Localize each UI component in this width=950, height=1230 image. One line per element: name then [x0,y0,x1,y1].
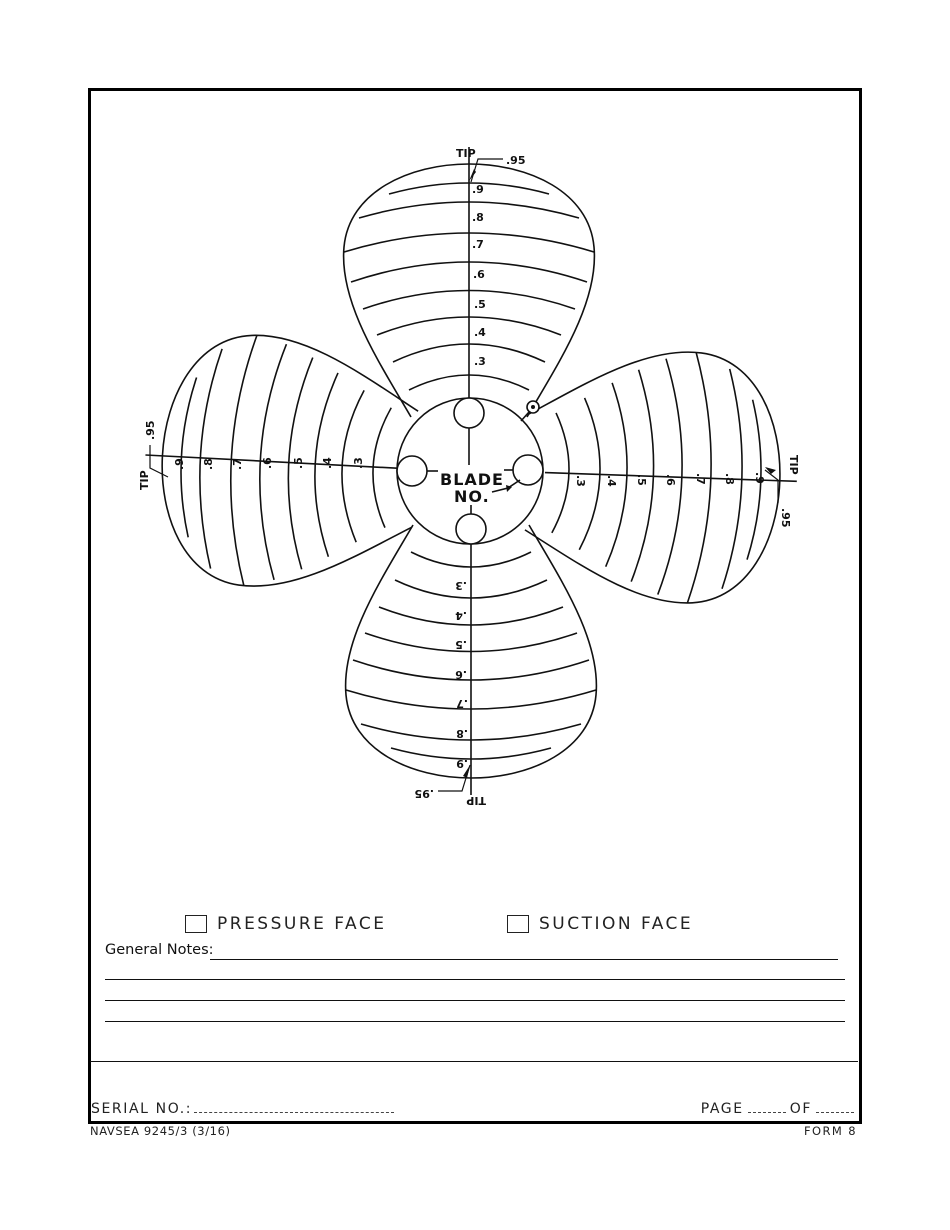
form-number: FORM 8 [804,1124,857,1138]
notes-line-2[interactable] [105,979,845,980]
blade-top [342,146,596,418]
mark-left-9: .9 [173,458,186,470]
bolt-hole-right [512,454,544,486]
blade-bottom [344,524,598,796]
page-number-blank[interactable] [747,1100,786,1113]
pressure-face-option[interactable]: PRESSURE FACE [185,913,386,935]
mark-bottom-8: .8 [456,727,468,740]
tip-label-top: TIP [456,147,476,160]
mark-top-4: .4 [474,326,486,339]
mark-left-3: .3 [352,457,365,469]
footer-divider [90,1061,858,1062]
page-field: PAGE OF [701,1100,854,1117]
form-identifier: NAVSEA 9245/3 (3/16) [90,1124,231,1138]
mark-right-4: .4 [605,475,618,487]
mark-right-8: .8 [723,473,736,485]
tip-radius-left: .95 [144,421,157,441]
mark-left-6: .6 [261,457,274,469]
mark-left-4: .4 [321,457,334,469]
mark-right-6: .6 [664,474,677,486]
tip-radius-top: .95 [506,154,526,167]
mark-left-7: .7 [231,458,244,470]
propeller-blade-diagram: BLADE NO. TIP .95 .9 .8 .7 .6 .5 .4 .3 T… [138,146,802,807]
tip-label-left: TIP [138,470,151,490]
mark-top-9: .9 [472,183,484,196]
mark-top-8: .8 [472,211,484,224]
mark-top-7: .7 [472,238,484,251]
notes-line-4[interactable] [105,1021,845,1022]
mark-right-3: .3 [574,475,587,487]
mark-right-9: .9 [753,472,766,484]
general-notes-label: General Notes: [105,942,214,958]
mark-bottom-7: .7 [456,697,468,710]
notes-line-1[interactable] [210,959,838,960]
mark-top-5: .5 [474,298,486,311]
mark-left-8: .8 [202,458,215,470]
serial-number-label: SERIAL NO.: [91,1101,193,1117]
mark-top-3: .3 [474,355,486,368]
bolt-hole-left [396,455,428,487]
mark-bottom-3: .3 [455,579,467,592]
mark-right-7: .7 [694,473,707,485]
mark-bottom-6: .6 [455,668,467,681]
tip-radius-right: .95 [779,508,792,528]
tip-label-right: TIP [787,455,800,475]
serial-number-field[interactable]: SERIAL NO.: [91,1100,395,1117]
of-label: OF [789,1101,812,1117]
bolt-hole-bottom [455,513,487,545]
mark-top-6: .6 [473,268,485,281]
mark-bottom-9: .9 [456,757,468,770]
hub-label-no: NO. [454,487,490,506]
mark-left-5: .5 [292,457,305,469]
page-total-blank[interactable] [816,1100,854,1113]
pressure-face-label: PRESSURE FACE [217,914,387,934]
mark-right-5: .5 [635,474,648,486]
notes-line-3[interactable] [105,1000,845,1001]
serial-number-blank[interactable] [194,1100,395,1113]
page-label: PAGE [700,1101,744,1117]
suction-face-label: SUCTION FACE [539,914,694,934]
hub-label-blade: BLADE [440,470,504,489]
suction-face-checkbox[interactable] [507,915,529,933]
tip-label-bottom: TIP [466,794,486,807]
pressure-face-checkbox[interactable] [185,915,207,933]
mark-bottom-5: .5 [455,638,467,651]
form-border [88,88,862,1124]
mark-bottom-4: .4 [455,609,467,622]
bolt-hole-top [453,397,485,429]
tip-radius-bottom: .95 [415,787,435,800]
suction-face-option[interactable]: SUCTION FACE [507,913,693,935]
